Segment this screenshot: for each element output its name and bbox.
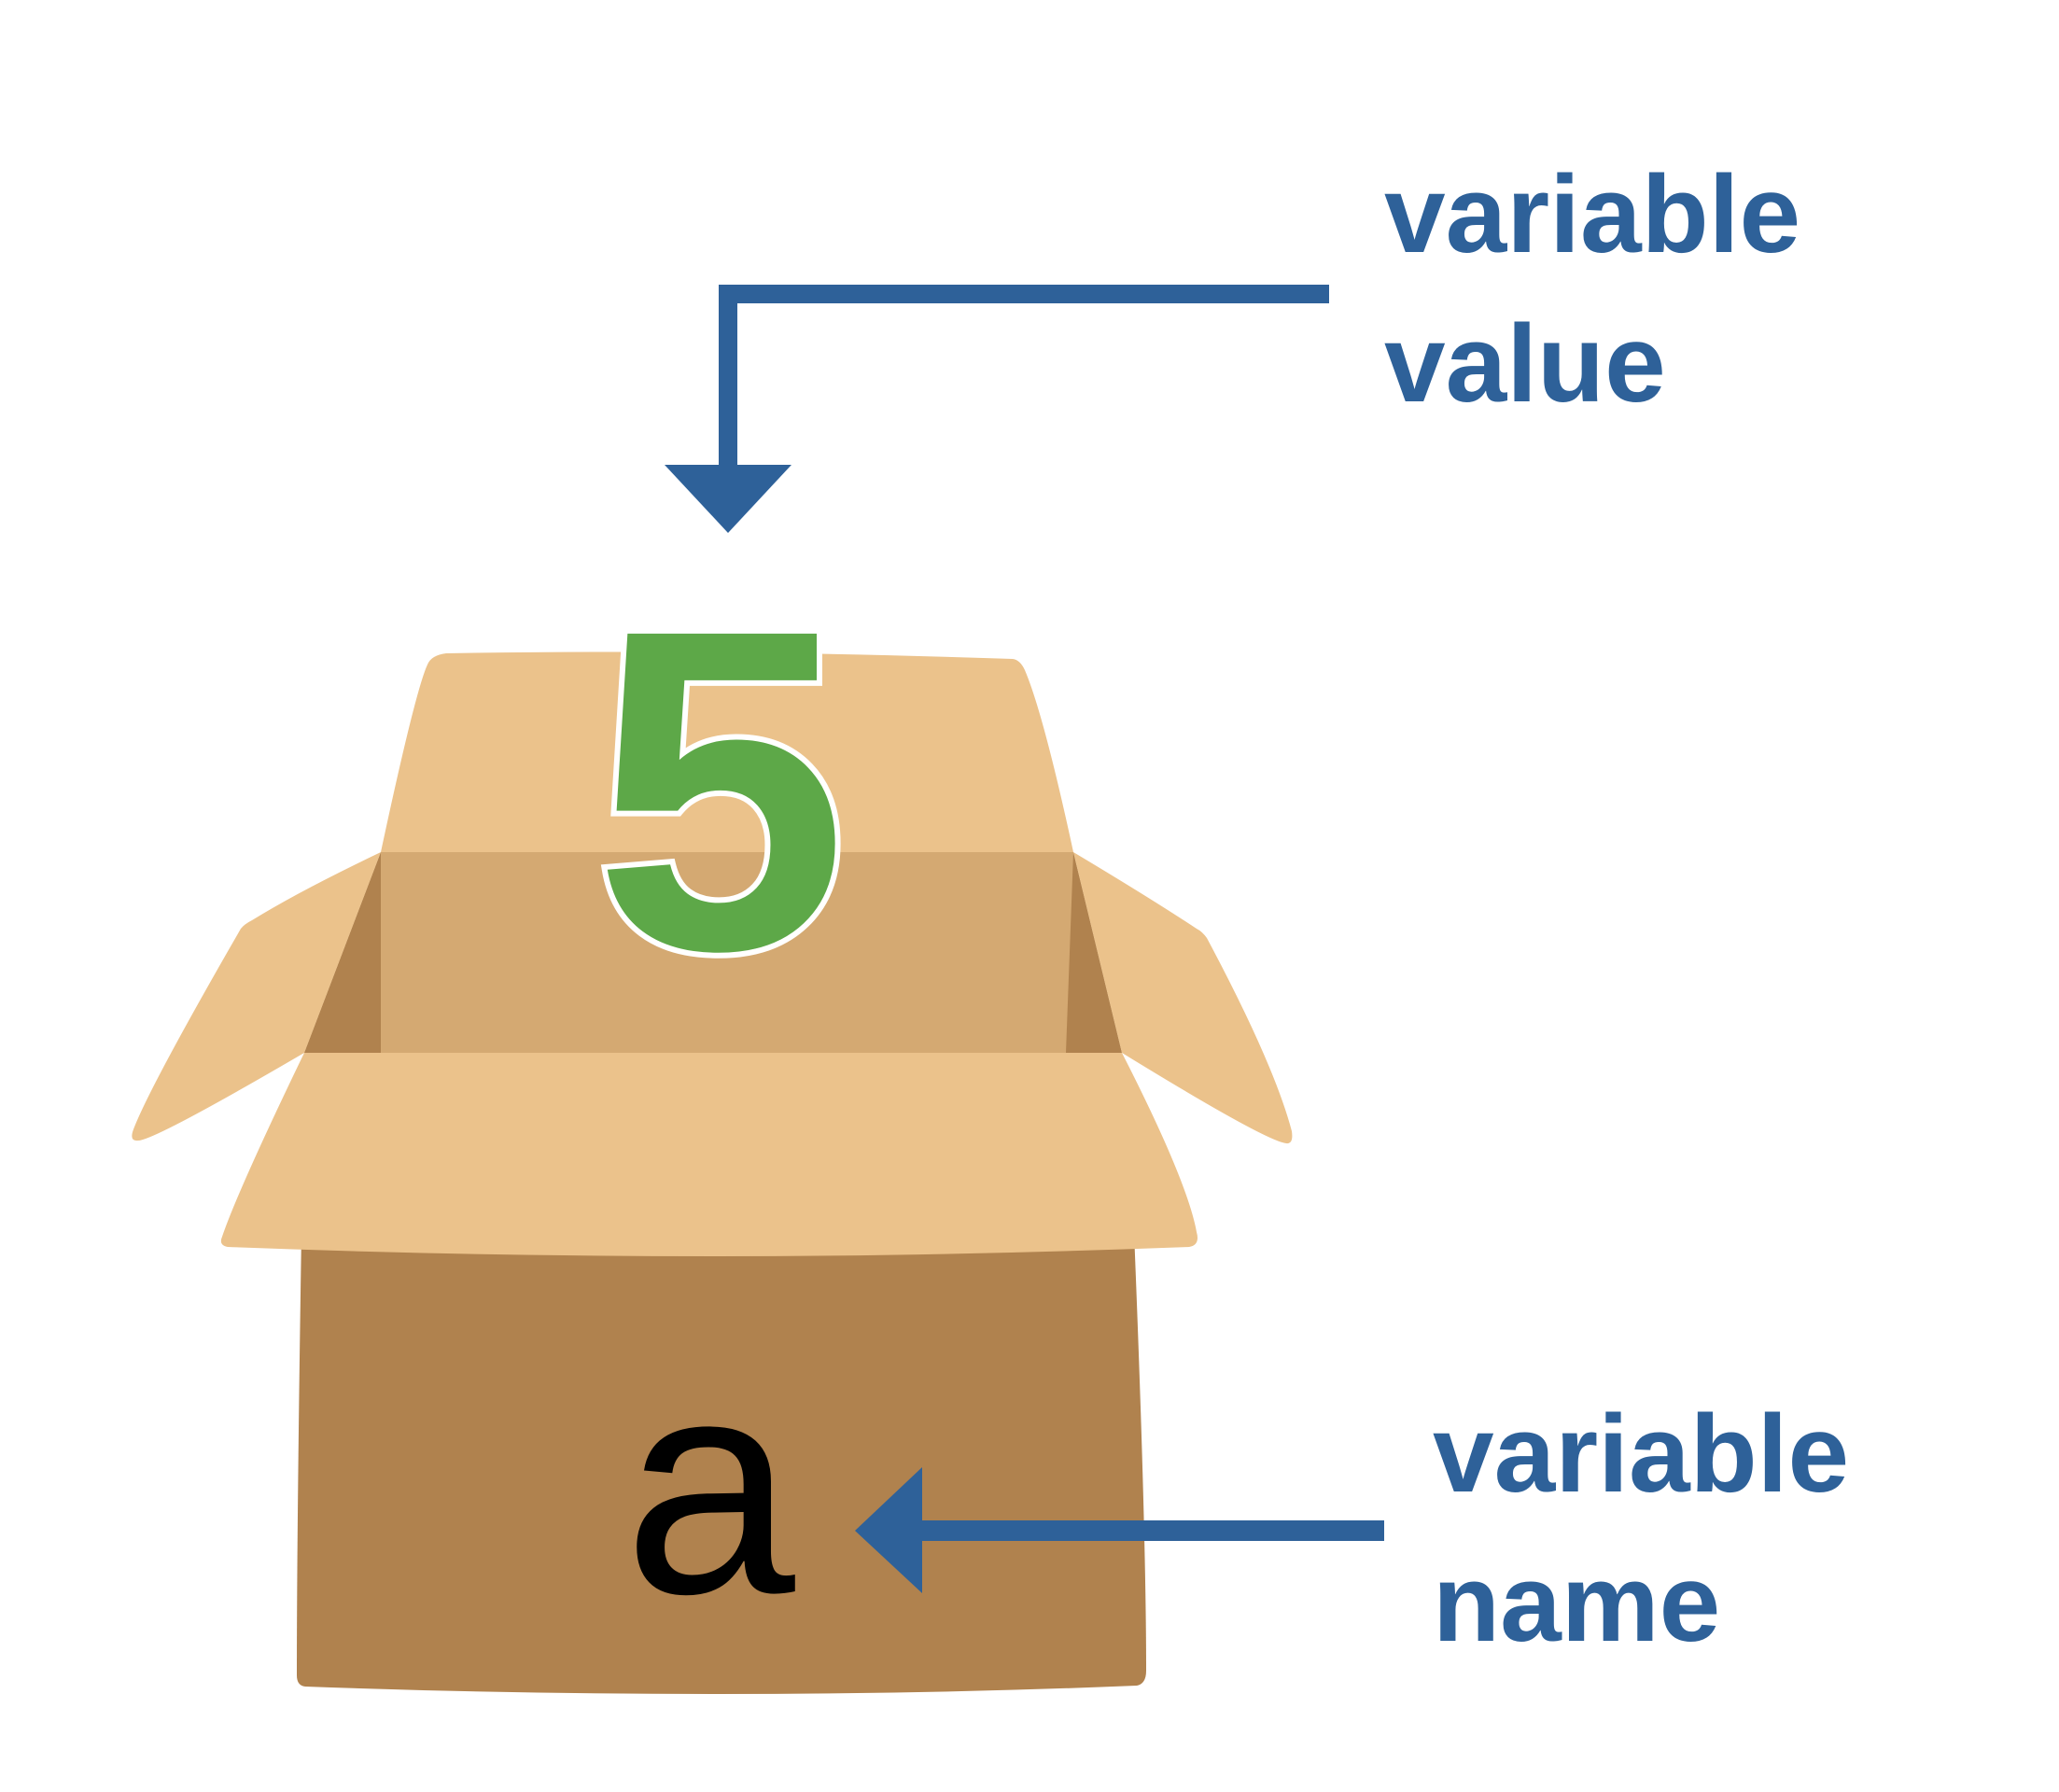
box-inner-right-shadow <box>1066 852 1122 1053</box>
box-left-flap <box>132 852 382 1141</box>
name-arrow-head <box>855 1467 922 1593</box>
name-label-line2: name <box>1433 1542 1720 1665</box>
name-label: variable name <box>1433 1393 1849 1665</box>
value-label-line2: value <box>1384 302 1666 426</box>
box-right-flap <box>1073 852 1293 1144</box>
variable-value: 5 <box>594 534 848 1045</box>
value-arrow <box>665 285 1329 533</box>
value-arrow-head <box>665 465 791 533</box>
box-body <box>297 1232 1146 1694</box>
name-arrow <box>855 1467 1384 1593</box>
value-label-line1: variable <box>1384 153 1800 276</box>
box-back-flap <box>381 651 1073 852</box>
value-arrow-line <box>719 285 1329 469</box>
box-inner-wall <box>304 852 1122 1053</box>
box-front-flap <box>220 1053 1198 1256</box>
name-label-line1: variable <box>1433 1393 1849 1516</box>
cardboard-box <box>132 651 1293 1694</box>
value-label: variable value <box>1384 153 1800 426</box>
variable-name: a <box>623 1313 797 1658</box>
